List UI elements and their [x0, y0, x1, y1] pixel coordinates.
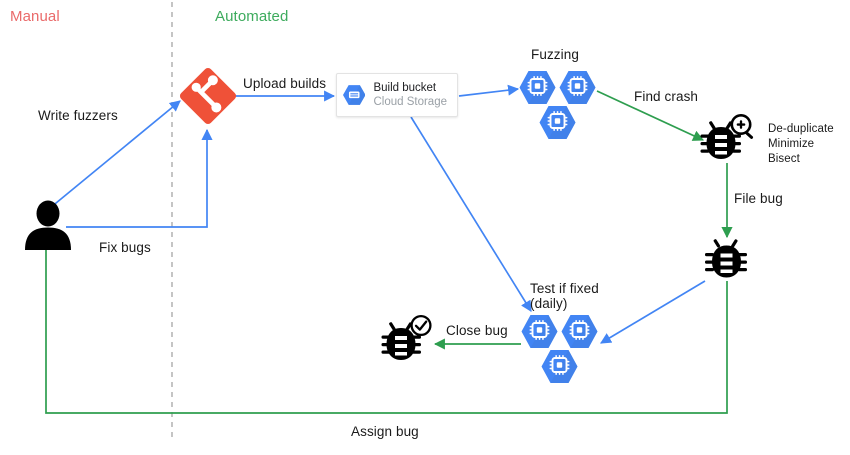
triage-step-bisect: Bisect — [768, 153, 800, 165]
node-filed-bug[interactable] — [704, 237, 750, 283]
node-verify-cluster[interactable] — [519, 312, 601, 386]
cpu-hexagon-icon — [519, 71, 556, 104]
build-bucket-title: Build bucket — [373, 81, 437, 94]
label-test-if-fixed: Test if fixed — [530, 281, 599, 296]
node-closed-bug[interactable] — [381, 314, 437, 364]
zone-label-manual: Manual — [10, 8, 60, 25]
node-developer[interactable] — [22, 200, 74, 250]
node-fuzzing-cluster[interactable] — [517, 68, 599, 142]
label-fuzzing: Fuzzing — [531, 47, 579, 62]
build-bucket-subtitle: Cloud Storage — [373, 96, 447, 108]
node-build-bucket[interactable]: Build bucket Cloud Storage — [336, 73, 458, 117]
edge-bug-to-verify — [600, 280, 706, 344]
edge-label-write-fuzzers: Write fuzzers — [38, 108, 118, 123]
cpu-hexagon-icon — [539, 106, 576, 139]
zone-label-automated: Automated — [215, 8, 289, 25]
check-circle-icon — [410, 314, 432, 337]
edge-label-find-crash: Find crash — [634, 89, 699, 104]
edge-label-fix-bugs: Fix bugs — [99, 240, 151, 255]
edge-label-upload-builds: Upload builds — [243, 76, 327, 91]
cpu-hexagon-icon — [521, 315, 558, 348]
edge-fix-bugs — [66, 128, 213, 228]
bug-icon — [705, 239, 747, 278]
triage-step-deduplicate: De-duplicate — [768, 123, 834, 135]
edge-bucket-to-fuzzing — [458, 84, 520, 97]
person-icon — [25, 200, 71, 250]
cpu-hexagon-group — [519, 71, 596, 139]
cpu-hexagon-icon — [561, 315, 598, 348]
label-test-if-fixed-daily: (daily) — [530, 296, 568, 311]
cpu-hexagon-group — [521, 315, 598, 383]
cpu-hexagon-icon — [559, 71, 596, 104]
cpu-hexagon-icon — [541, 350, 578, 383]
node-source-repo[interactable] — [179, 66, 237, 126]
edge-bucket-to-verify — [410, 116, 532, 312]
magnifier-plus-icon — [730, 114, 754, 139]
git-branch-icon — [179, 67, 237, 125]
edge-label-close-bug: Close bug — [446, 323, 508, 338]
edge-label-file-bug: File bug — [734, 191, 783, 206]
edge-label-assign-bug: Assign bug — [351, 424, 419, 439]
bug-magnifier-icon — [700, 114, 754, 159]
node-crash-triage[interactable] — [700, 112, 758, 164]
triage-step-minimize: Minimize — [768, 138, 815, 150]
cloud-storage-icon — [343, 85, 366, 105]
bug-check-icon — [381, 314, 432, 360]
